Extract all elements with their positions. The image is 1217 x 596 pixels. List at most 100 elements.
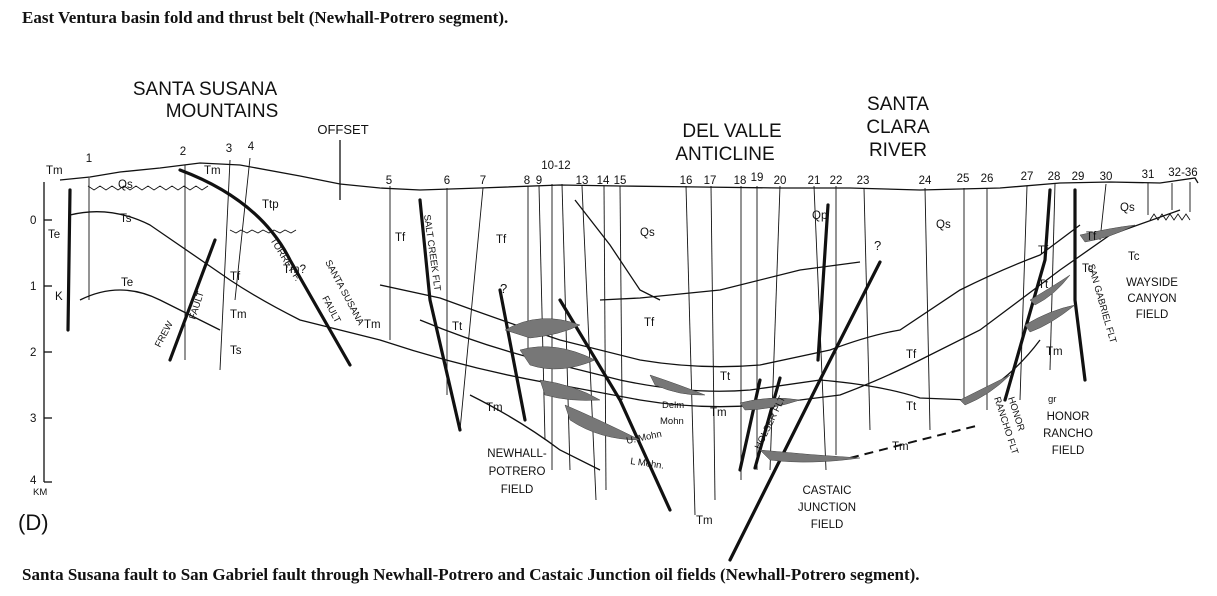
well-number: 30 (1100, 171, 1113, 183)
well-number: 18 (734, 175, 747, 187)
fault-honor-rancho (1003, 188, 1052, 402)
formation-label: Mohn (660, 416, 684, 427)
fault-santa-susana (178, 168, 352, 367)
field-label-honor: RANCHO (1043, 428, 1093, 440)
well-number: 23 (857, 175, 870, 187)
well-number: 31 (1142, 169, 1155, 181)
fault-qp (816, 203, 830, 362)
well-number: 5 (386, 175, 392, 187)
formation-label: Tf (496, 234, 507, 246)
label-santa-clara-1: SANTA (867, 94, 929, 115)
question-mark: ? (874, 238, 881, 253)
formation-label: Qs (118, 179, 133, 191)
horizon-f (599, 261, 861, 301)
formation-label: Tf (230, 271, 241, 283)
label-del-valle-2: ANTICLINE (675, 144, 774, 165)
fault-salt-creek (418, 198, 462, 432)
fault-twin-2 (753, 376, 782, 470)
formation-label: Tm (204, 165, 221, 177)
well-number: 3 (226, 143, 232, 155)
fault-label-fault: FAULT (187, 290, 206, 321)
field-label-wayside: CANYON (1127, 293, 1176, 305)
well-number: 14 (597, 175, 610, 187)
fault-frew (168, 238, 217, 362)
well-number: 9 (536, 175, 542, 187)
well-number: 8 (524, 175, 530, 187)
well-number: 10-12 (541, 160, 570, 172)
formation-label: Tm (230, 309, 247, 321)
formation-label: Tf (395, 232, 406, 244)
figure-title: East Ventura basin fold and thrust belt … (22, 8, 509, 27)
well-number: 19 (751, 172, 764, 184)
field-label-newhall: NEWHALL- (487, 448, 547, 460)
depth-tick-0: 0 (30, 215, 36, 227)
formation-label: Tf (906, 349, 917, 361)
formation-label: K (55, 291, 63, 303)
panel-label: (D) (18, 510, 49, 535)
depth-unit: KM (33, 487, 47, 498)
fault-label-san-gabriel: SAN GABRIEL FLT (1085, 263, 1118, 345)
well-traces (88, 157, 1191, 516)
formation-label: Tf (644, 317, 655, 329)
formation-label: Tm (710, 407, 727, 419)
well-number: 27 (1021, 171, 1034, 183)
well-number: 16 (680, 175, 693, 187)
field-label-castaic: FIELD (811, 519, 844, 531)
oil-pools (504, 224, 1136, 463)
fault-holser (728, 260, 882, 562)
formation-label: Tf (1038, 245, 1049, 257)
well-number: 26 (981, 173, 994, 185)
formation-label: Tf (1086, 231, 1097, 243)
formation-label: Qs (936, 219, 951, 231)
well-number: 13 (576, 175, 589, 187)
field-label-newhall: POTRERO (489, 466, 546, 478)
formation-label: Qs (640, 227, 655, 239)
label-santa-susana-1: SANTA SUSANA (133, 79, 278, 100)
well-number: 4 (248, 141, 255, 153)
field-label-castaic: CASTAIC (803, 485, 852, 497)
horizon-dashed (789, 424, 981, 461)
label-santa-susana-2: MOUNTAINS (166, 101, 279, 122)
unconformity-left (87, 185, 209, 191)
formation-label: Te (48, 229, 60, 241)
formation-label: Tm (46, 165, 63, 177)
field-label-wayside: FIELD (1136, 309, 1169, 321)
formation-label: Tm (696, 515, 713, 527)
depth-tick-1: 1 (30, 281, 36, 293)
well-number: 6 (444, 175, 450, 187)
fault-label-frew: FREW (153, 320, 176, 350)
formation-label: Te (121, 277, 133, 289)
well-number: 20 (774, 175, 787, 187)
formation-label: Qs (1120, 202, 1135, 214)
well-number: 7 (480, 175, 486, 187)
horizon-e (469, 394, 601, 471)
well-number: 29 (1072, 171, 1085, 183)
figure-caption: Santa Susana fault to San Gabriel fault … (22, 565, 920, 584)
depth-axis: 0 1 2 3 4 KM (30, 182, 52, 498)
formation-label: U. Mohn (625, 429, 662, 447)
question-mark: ? (500, 281, 507, 296)
well-number: 21 (808, 175, 821, 187)
field-label-honor: HONOR (1047, 411, 1090, 423)
formation-label: Tc (1082, 263, 1094, 275)
horizon-a (69, 209, 1181, 408)
unconformity-mid (229, 229, 297, 234)
depth-tick-4: 4 (30, 475, 37, 487)
fault-label-torrey: TORREY F. (267, 236, 302, 284)
formation-label: Tm (1046, 346, 1063, 358)
formation-label: L Mohn. (630, 456, 665, 472)
ground-surface (59, 162, 1199, 191)
field-label-newhall: FIELD (501, 484, 534, 496)
fault-left-k (66, 188, 72, 332)
field-label-castaic: JUNCTION (798, 502, 856, 514)
well-number: 25 (957, 173, 970, 185)
formation-label: Tm? (283, 264, 306, 276)
fault-san-gabriel (1073, 188, 1087, 382)
label-santa-clara-3: RIVER (869, 140, 927, 161)
formation-label: Qp (812, 210, 827, 222)
formation-label: Tt (1038, 279, 1049, 291)
unconformity-right (1149, 213, 1191, 221)
fault-newhall (498, 288, 527, 422)
formation-label: Tc (1128, 251, 1140, 263)
